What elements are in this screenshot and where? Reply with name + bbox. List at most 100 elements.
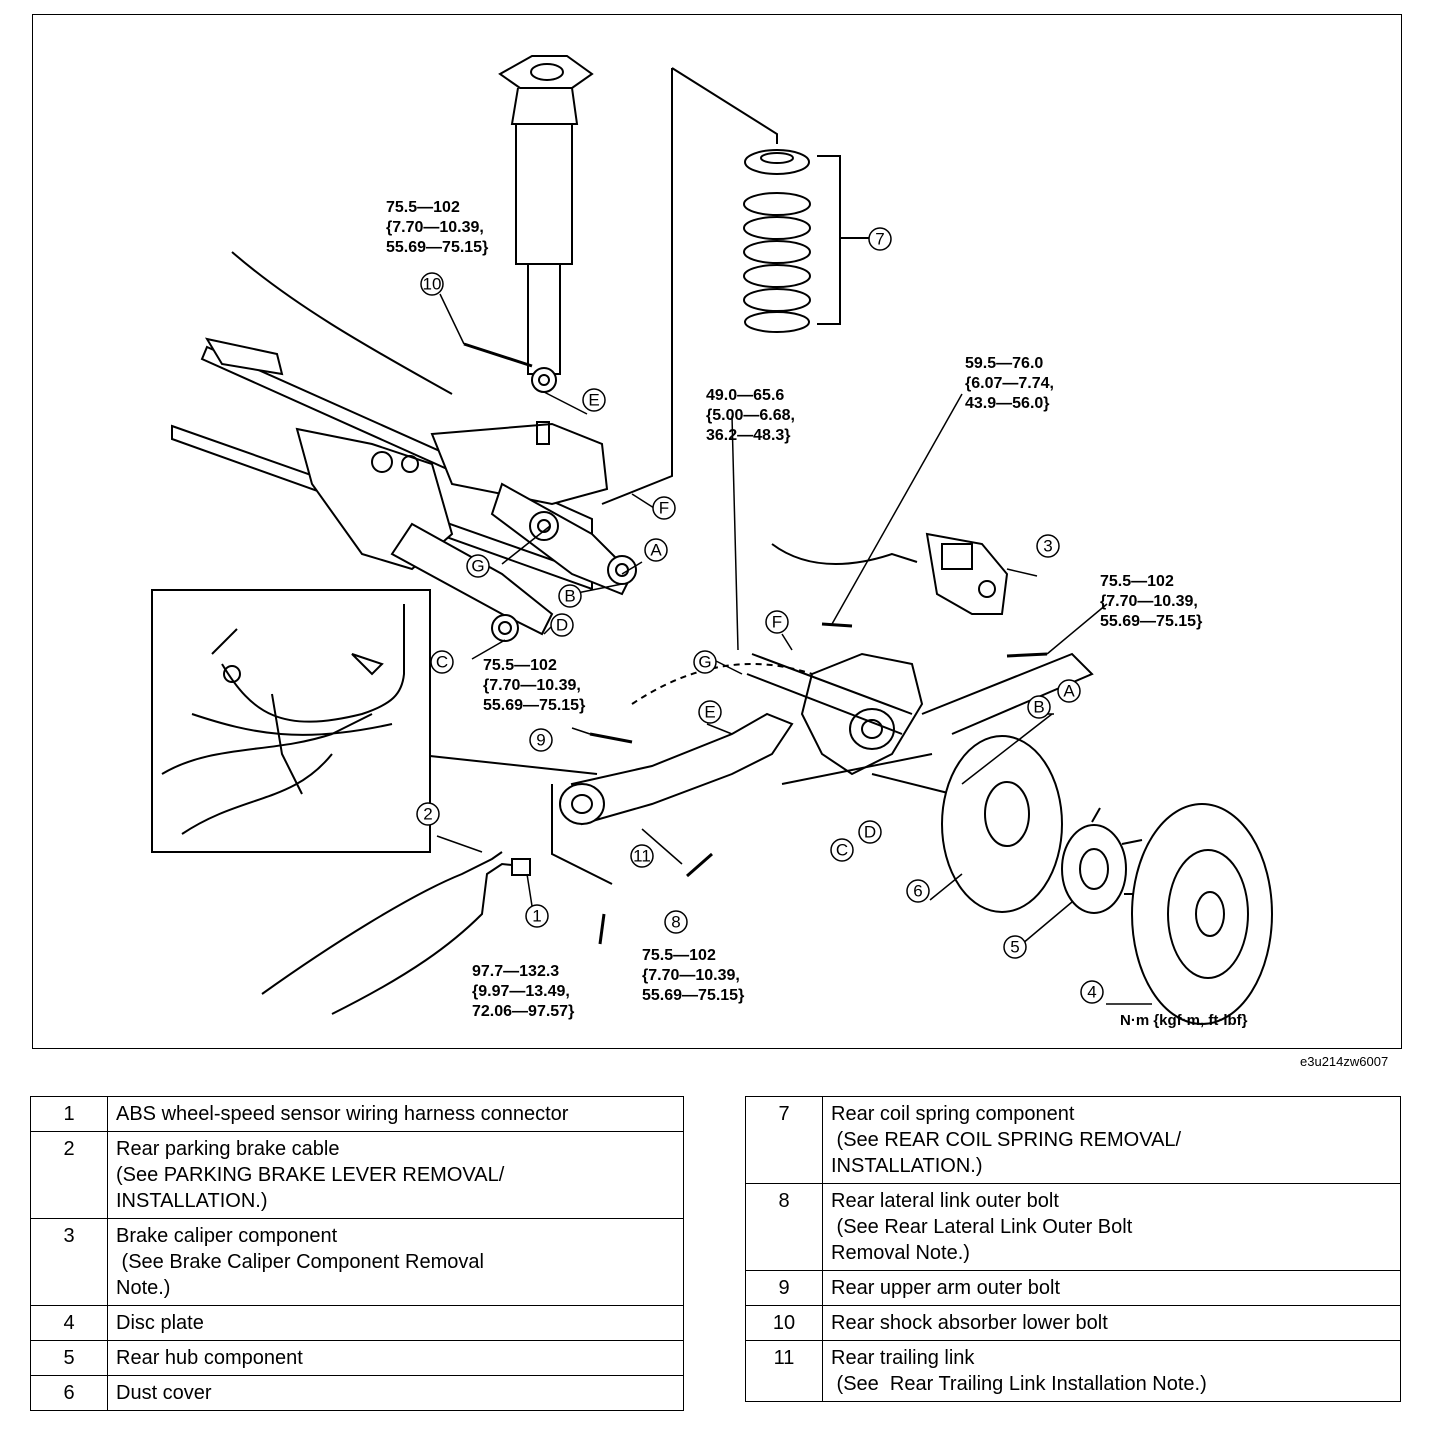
- callout-4: 4: [1087, 983, 1096, 1002]
- brake-cable: [261, 851, 503, 995]
- callout-8: 8: [671, 913, 680, 932]
- legend-description: Rear lateral link outer bolt (See Rear L…: [822, 1183, 1401, 1271]
- legend-number: 6: [30, 1375, 108, 1411]
- detail-inset: [151, 589, 598, 853]
- callout-11: 11: [633, 847, 651, 866]
- legend-description-line: ABS wheel-speed sensor wiring harness co…: [116, 1103, 569, 1125]
- callout-circles: [416, 227, 1104, 1004]
- coil-spring-component: [743, 149, 872, 333]
- legend-number: 11: [745, 1340, 823, 1402]
- legend-number: 2: [30, 1131, 108, 1219]
- legend-table-right: 7 Rear coil spring component (See REAR CO…: [745, 1096, 1401, 1402]
- callout-3: 3: [1043, 537, 1052, 556]
- callout-e-knuckle: E: [704, 703, 715, 722]
- callout-d-frame: D: [556, 616, 568, 635]
- legend-row: 10 Rear shock absorber lower bolt: [745, 1305, 1401, 1341]
- rear-crossmember: [171, 251, 637, 642]
- legend-description-line: Brake caliper component: [116, 1225, 338, 1247]
- legend-description: Dust cover: [107, 1375, 684, 1411]
- bolts: [463, 342, 1048, 945]
- legend-description: Rear trailing link (See Rear Trailing Li…: [822, 1340, 1401, 1402]
- callout-g-knuckle: G: [698, 653, 711, 672]
- legend-description-line: Rear coil spring component: [831, 1103, 1075, 1125]
- brake-caliper: [925, 532, 1009, 615]
- rear-knuckle: [631, 652, 1094, 795]
- legend-description-line: (See Rear Lateral Link Outer Bolt: [831, 1216, 1133, 1238]
- callout-f-frame: F: [659, 499, 669, 518]
- legend-number: 4: [30, 1305, 108, 1341]
- legend-description-line: (See REAR COIL SPRING REMOVAL/: [831, 1129, 1182, 1151]
- legend-number: 3: [30, 1218, 108, 1306]
- hub-component: [1061, 807, 1144, 914]
- callout-e-shock: E: [588, 391, 599, 410]
- legend-description-line: (See PARKING BRAKE LEVER REMOVAL/: [116, 1164, 505, 1186]
- legend-number: 9: [745, 1270, 823, 1306]
- legend-number: 10: [745, 1305, 823, 1341]
- shock-absorber: [498, 55, 594, 393]
- legend-description: Rear hub component: [107, 1340, 684, 1376]
- legend-description: ABS wheel-speed sensor wiring harness co…: [107, 1096, 684, 1132]
- spring-leader-line: [601, 67, 778, 505]
- trailing-link: [551, 712, 794, 885]
- legend-description-line: INSTALLATION.): [831, 1155, 983, 1177]
- torque-trailing-link-front: 97.7—132.3 {9.97—13.49, 72.06—97.57}: [472, 963, 575, 1020]
- callout-b-frame: B: [564, 587, 575, 606]
- legend-row: 7 Rear coil spring component (See REAR CO…: [745, 1096, 1401, 1184]
- legend-description: Disc plate: [107, 1305, 684, 1341]
- abs-harness: [331, 862, 523, 1015]
- legend-description-line: Dust cover: [116, 1382, 212, 1404]
- torque-lower-arm: 75.5—102 {7.70—10.39, 55.69—75.15}: [483, 657, 586, 714]
- callout-9: 9: [536, 731, 545, 750]
- legend-description: Rear parking brake cable(See PARKING BRA…: [107, 1131, 684, 1219]
- callout-f-knuckle: F: [772, 613, 782, 632]
- callout-g-frame: G: [471, 557, 484, 576]
- legend-description-line: Note.): [116, 1277, 171, 1299]
- callout-c-frame: C: [436, 653, 448, 672]
- torque-unit-note: N·m {kgf·m, ft·lbf}: [1120, 1012, 1248, 1029]
- dust-cover: [941, 735, 1063, 913]
- callout-a-frame: A: [650, 541, 662, 560]
- callout-7: 7: [875, 230, 884, 249]
- legend-description: Rear upper arm outer bolt: [822, 1270, 1401, 1306]
- callout-1: 1: [532, 907, 541, 926]
- abs-connector: [511, 858, 531, 876]
- torque-caliper-bolt: 59.5—76.0 {6.07—7.74, 43.9—56.0}: [965, 355, 1054, 412]
- legend-description-line: Removal Note.): [831, 1242, 970, 1264]
- diagram-frame: [32, 14, 1402, 1049]
- legend-description-line: (See Brake Caliper Component Removal: [116, 1251, 484, 1273]
- legend-row: 6 Dust cover: [30, 1375, 684, 1411]
- callout-a-knuckle: A: [1063, 682, 1075, 701]
- legend-description-line: Rear shock absorber lower bolt: [831, 1312, 1108, 1334]
- torque-lateral-link: 75.5—102 {7.70—10.39, 55.69—75.15}: [1100, 573, 1203, 630]
- legend-description-line: Rear trailing link: [831, 1347, 975, 1369]
- callout-2: 2: [423, 805, 432, 824]
- callout-5: 5: [1010, 938, 1019, 957]
- torque-upper-arm: 49.0—65.6 {5.00—6.68, 36.2—48.3}: [706, 387, 795, 444]
- callout-d-knuckle: D: [864, 823, 876, 842]
- legend-number: 7: [745, 1096, 823, 1184]
- legend-number: 5: [30, 1340, 108, 1376]
- legend-description-line: (See Rear Trailing Link Installation Not…: [831, 1373, 1207, 1395]
- image-code: e3u214zw6007: [1300, 1054, 1389, 1069]
- callout-b-knuckle: B: [1033, 698, 1044, 717]
- torque-shock-lower: 75.5—102 {7.70—10.39, 55.69—75.15}: [386, 199, 489, 256]
- legend-description-line: Disc plate: [116, 1312, 204, 1334]
- disc-plate: [1131, 803, 1273, 1025]
- upper-bar: [771, 543, 918, 565]
- legend-description-line: Rear upper arm outer bolt: [831, 1277, 1061, 1299]
- legend-description: Brake caliper component (See Brake Calip…: [107, 1218, 684, 1306]
- exploded-suspension-diagram: 10 E F A G B D C 3 7 F G E 9 B A 11 C D …: [151, 55, 1273, 1025]
- callout-10: 10: [423, 275, 442, 294]
- legend-row: 4 Disc plate: [30, 1305, 684, 1341]
- callout-6: 6: [913, 882, 922, 901]
- callout-c-knuckle: C: [836, 841, 848, 860]
- legend-description-line: INSTALLATION.): [116, 1190, 268, 1212]
- legend-number: 8: [745, 1183, 823, 1271]
- legend-description-line: Rear lateral link outer bolt: [831, 1190, 1059, 1212]
